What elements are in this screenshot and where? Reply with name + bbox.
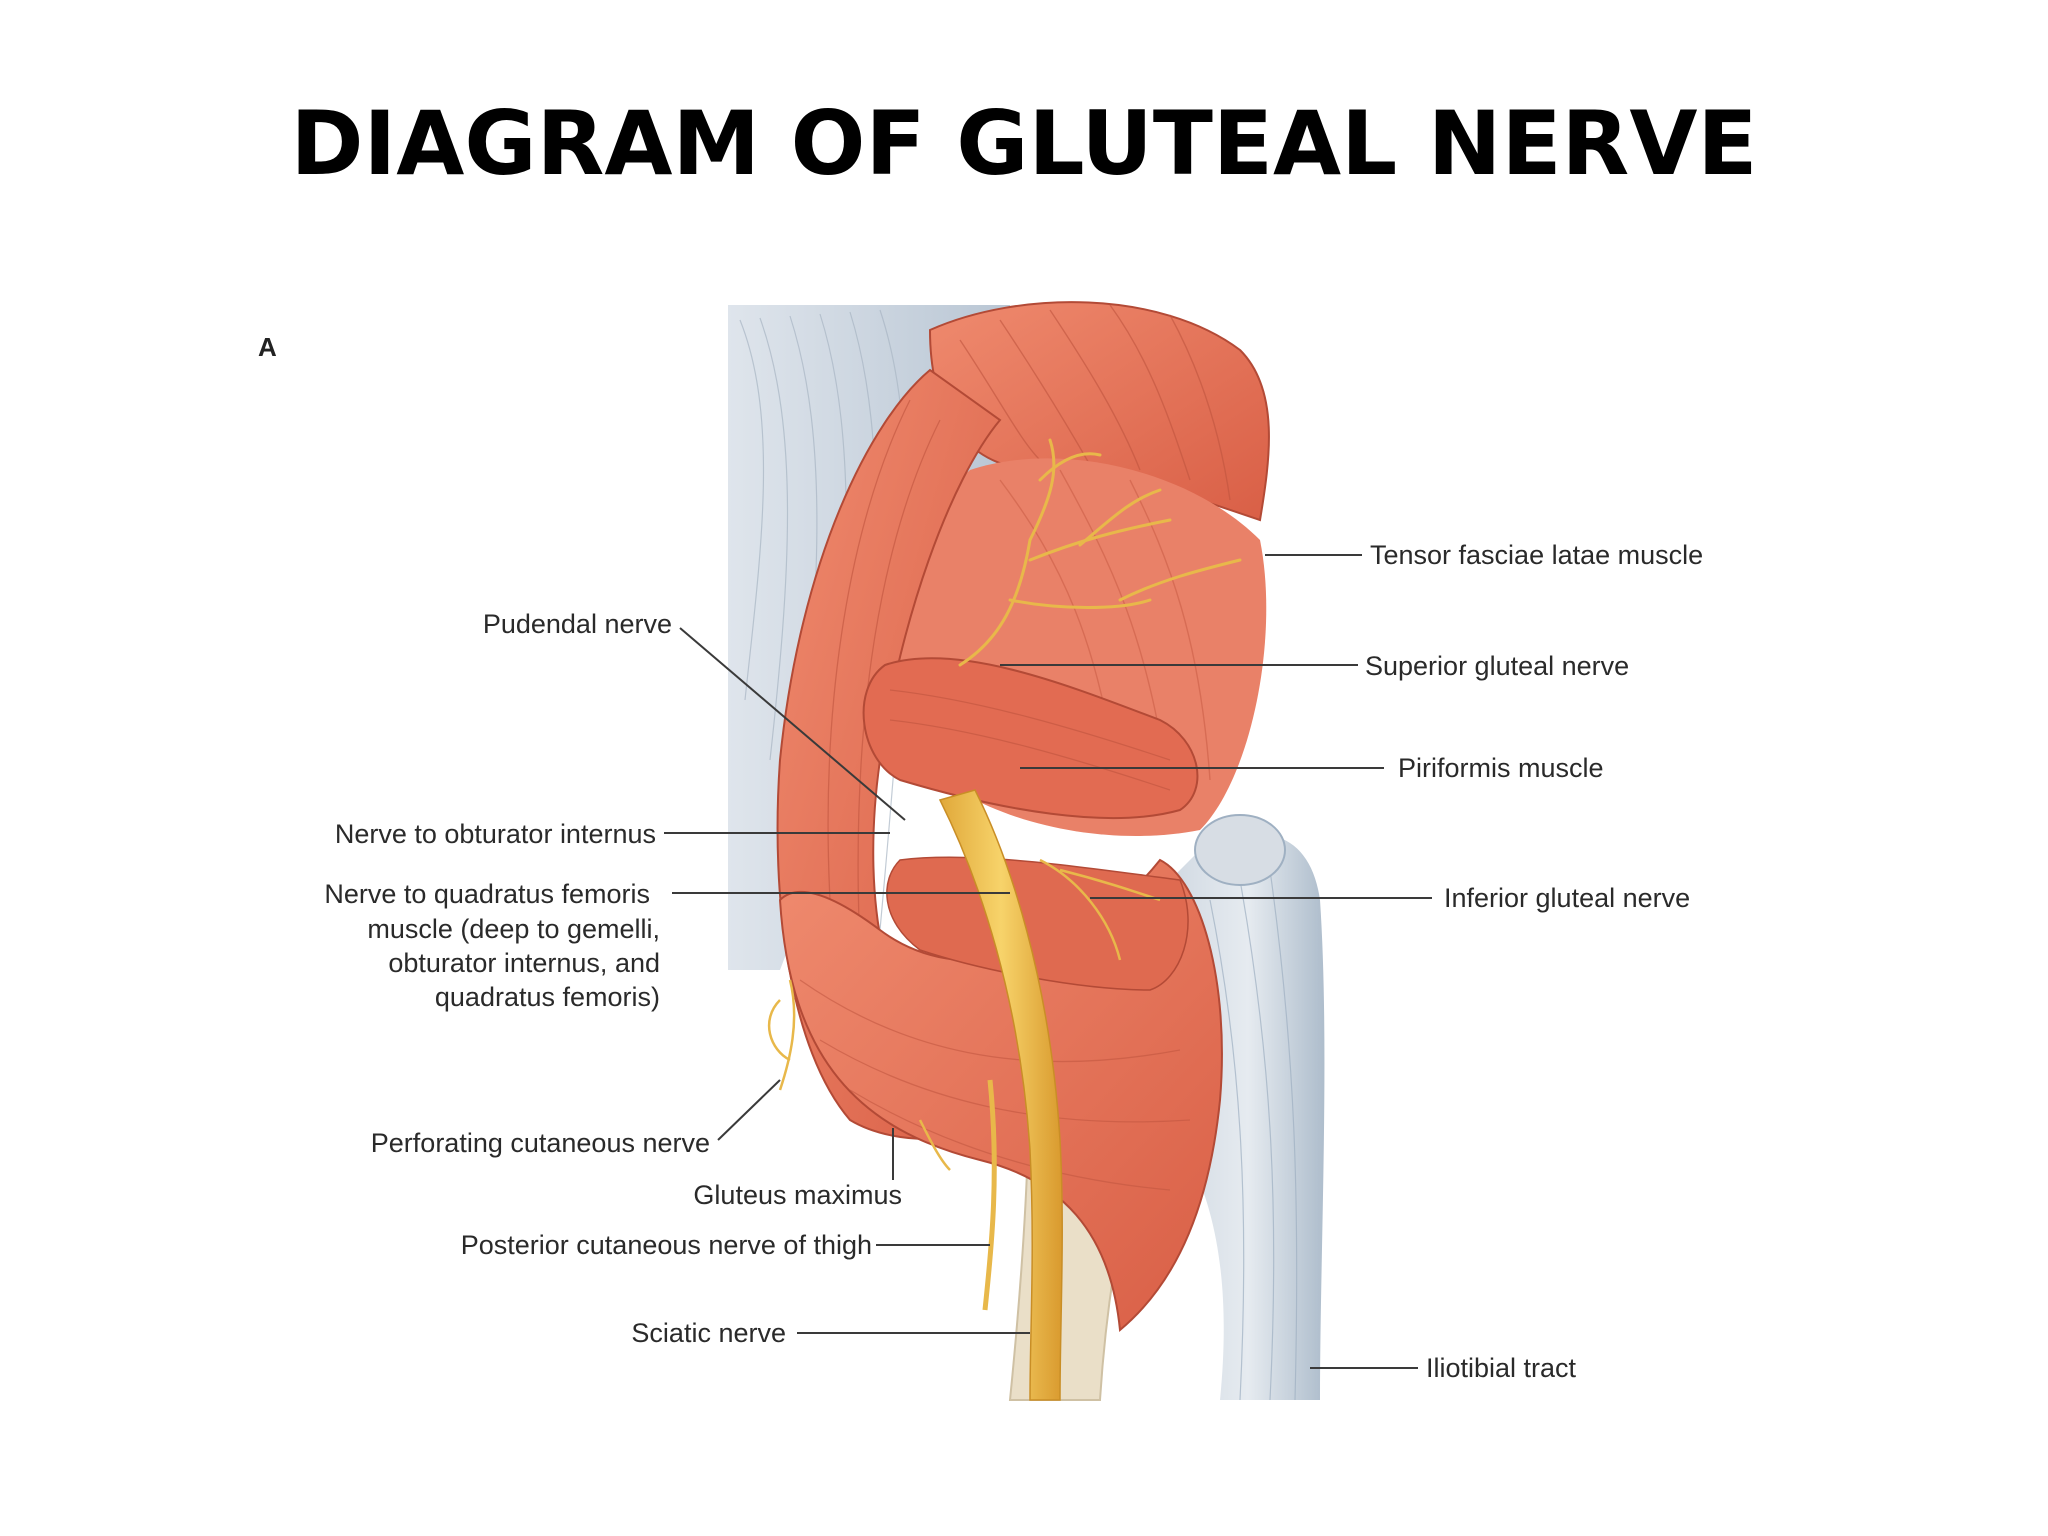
label-nerve-obturator-internus: Nerve to obturator internus <box>334 819 656 849</box>
panel-letter: A <box>258 332 277 362</box>
inferior-gluteal-nerve-branches <box>1039 858 1161 961</box>
greater-trochanter <box>1194 814 1286 886</box>
label-nerve-quadratus-line3: obturator internus, and <box>388 948 660 978</box>
label-superior-gluteal-nerve: Superior gluteal nerve <box>1365 651 1630 681</box>
label-nerve-quadratus-line2: muscle (deep to gemelli, <box>367 914 660 944</box>
label-gluteus-maximus: Gluteus maximus <box>693 1180 902 1210</box>
perforating-cutaneous-branches <box>767 979 951 1171</box>
posterior-cutaneous-nerve-shape <box>982 1079 997 1311</box>
label-posterior-cutaneous-nerve: Posterior cutaneous nerve of thigh <box>460 1230 872 1260</box>
label-iliotibial-tract: Iliotibial tract <box>1426 1353 1577 1383</box>
label-inferior-gluteal-nerve: Inferior gluteal nerve <box>1444 883 1691 913</box>
gemelli-quadratus <box>886 856 1189 991</box>
superior-gluteal-nerve-branches <box>958 438 1242 667</box>
label-perforating-cutaneous-nerve: Perforating cutaneous nerve <box>370 1128 710 1158</box>
label-tensor-fasciae-latae: Tensor fasciae latae muscle <box>1370 540 1704 570</box>
label-pudendal-nerve: Pudendal nerve <box>482 609 672 639</box>
label-nerve-quadratus-line1: Nerve to quadratus femoris <box>324 879 650 909</box>
label-piriformis-muscle: Piriformis muscle <box>1398 753 1604 783</box>
leader-lines <box>664 554 1432 1369</box>
label-nerve-quadratus-line4: quadratus femoris) <box>434 982 660 1012</box>
label-sciatic-nerve: Sciatic nerve <box>631 1318 786 1348</box>
slide-title: DIAGRAM OF GLUTEAL NERVE <box>290 92 1758 195</box>
sciatic-nerve-shape <box>938 789 1063 1401</box>
